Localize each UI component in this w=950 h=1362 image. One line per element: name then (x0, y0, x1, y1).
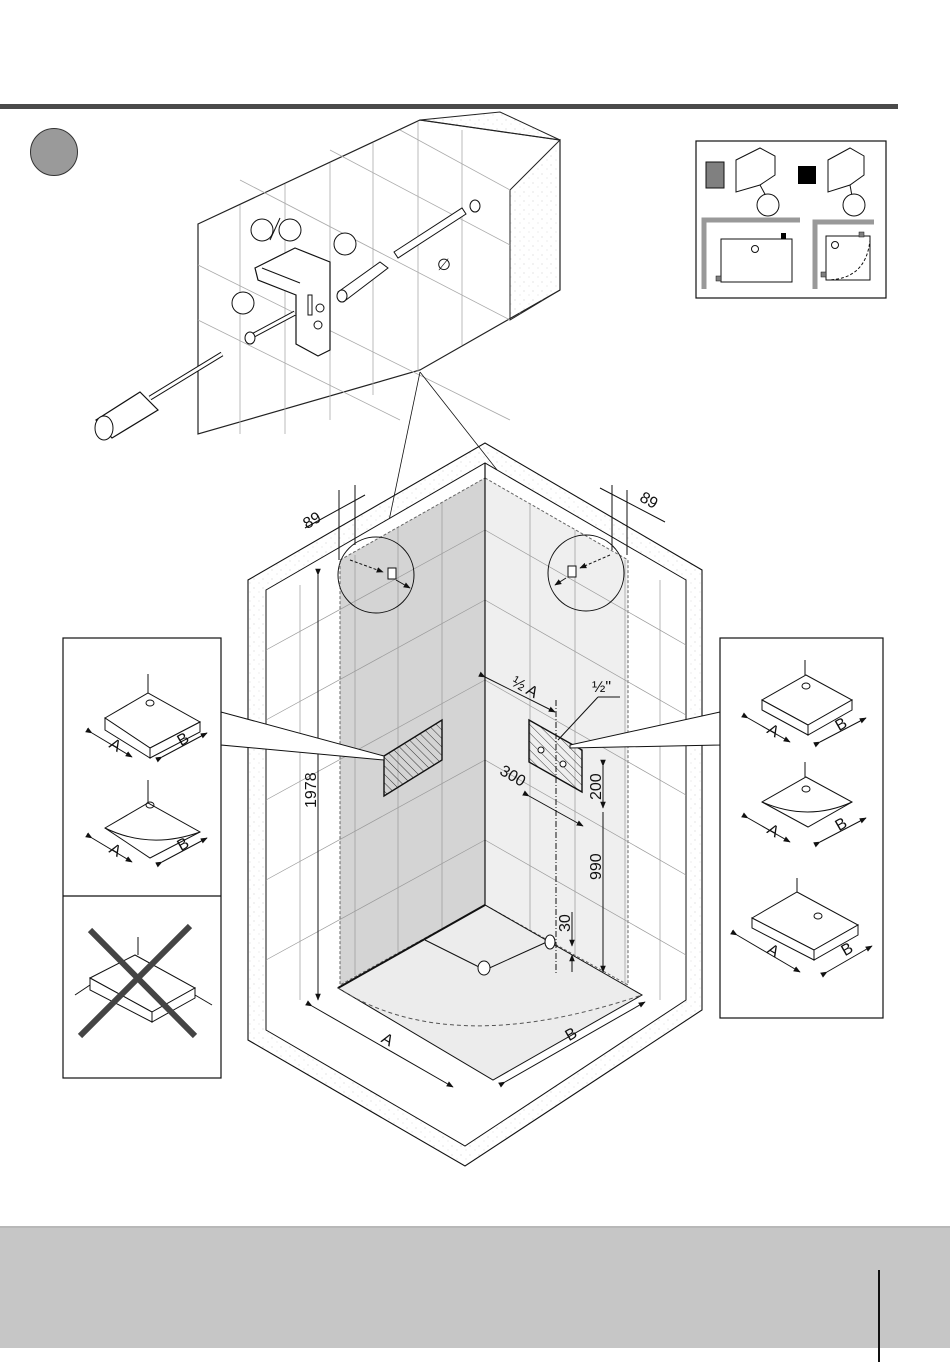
footer-divider (878, 1270, 880, 1362)
waste-outlet-icon (545, 935, 555, 949)
left-wall (340, 478, 485, 985)
drain-icon (478, 961, 490, 975)
legend-box (696, 141, 886, 298)
shower-corner-drawing: 89 89 1978 ½ A ½" 300 200 990 (221, 443, 720, 1166)
dimension-990: 990 (588, 853, 605, 880)
callout-circle (279, 219, 301, 241)
dimension-89-left: 89 (300, 509, 324, 533)
page-footer (0, 1226, 950, 1348)
wall-section (198, 120, 560, 434)
callout-circle (251, 219, 273, 241)
black-swatch (798, 166, 816, 184)
right-tray-panel: A B A B A B (720, 638, 883, 1018)
dimension-200: 200 (588, 773, 605, 800)
callout-circle (232, 292, 254, 314)
dimension-30: 30 (557, 914, 574, 932)
dimension-pipe-size: ½" (592, 679, 611, 696)
left-tray-panel: A B A B (63, 638, 221, 1078)
bracket-icon (388, 568, 396, 579)
right-wall (485, 478, 628, 985)
grey-swatch (706, 162, 724, 188)
dimension-1978: 1978 (303, 772, 320, 808)
callout-circle (334, 233, 356, 255)
diameter-symbol: ∅ (437, 257, 451, 274)
bracket-icon (568, 566, 576, 577)
